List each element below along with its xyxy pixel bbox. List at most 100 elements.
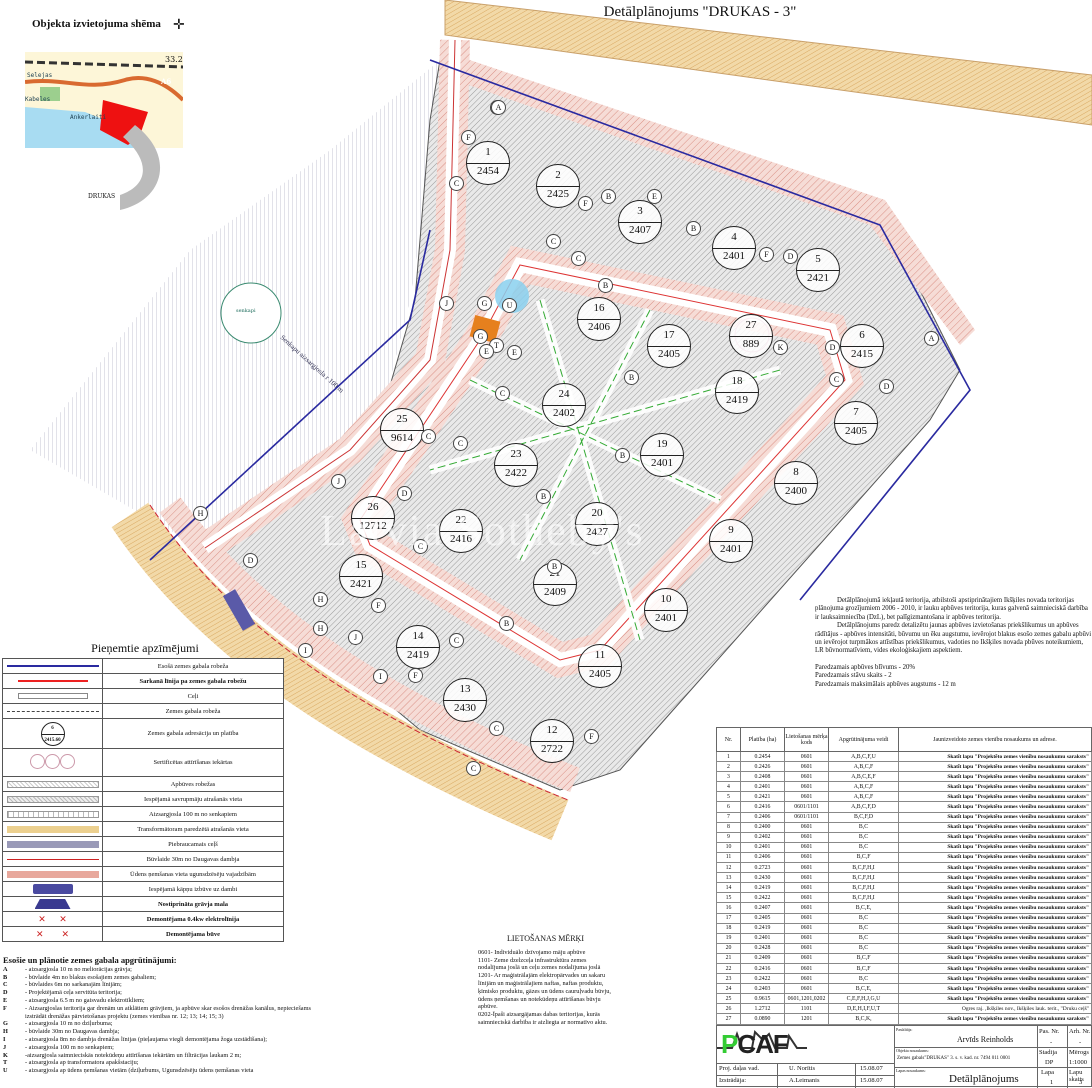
table-cell: 0.2422 — [740, 892, 785, 904]
encumbrance-text: - aizsargjosla ap ūdens ņemšanas vietām … — [25, 1067, 254, 1075]
table-cell: Skatīt lapu "Projektēto zemes vienību no… — [898, 831, 1092, 843]
table-cell: 0.0890 — [740, 1013, 785, 1025]
company-logo: PCAF — [721, 1029, 789, 1059]
plot-number: 27 — [745, 319, 757, 331]
legend-row: Ūdens ņemšanas vieta ugunsdzēsēju vajadz… — [2, 866, 284, 882]
plot-area: 2407 — [629, 224, 651, 236]
location-inset-map: Selejas Kabeles Ankerlaiti A6 33.2 — [25, 52, 183, 148]
senkapi-circle — [220, 282, 282, 344]
encumbrance-marker: B — [598, 278, 613, 293]
logo-skyline — [717, 1029, 807, 1049]
pages-value: 3 — [1079, 1079, 1083, 1086]
description-paragraph: Detālplānojums paredz detalizētu jaunas … — [815, 622, 1092, 655]
table-cell: B,C — [828, 912, 899, 924]
plot-area: 2400 — [785, 485, 807, 497]
table-cell: Skatīt lapu "Projektēto zemes vienību no… — [898, 821, 1092, 833]
table-cell: Skatīt lapu "Projektēto zemes vienību no… — [898, 811, 1092, 823]
table-cell: Skatīt lapu "Projektēto zemes vienību no… — [898, 791, 1092, 803]
table-cell: Skatīt lapu "Projektēto zemes vienību no… — [898, 862, 1092, 874]
plot-number: 16 — [593, 302, 605, 314]
encumbrance-marker: I — [298, 643, 313, 658]
table-cell: 0.2430 — [740, 872, 785, 884]
plot-area: 2454 — [477, 165, 499, 177]
encumbrance-marker: C — [453, 436, 468, 451]
encumbrance-key: U — [3, 1067, 8, 1075]
plot-number: 11 — [594, 649, 606, 661]
table-cell: 0601/1101 — [784, 801, 829, 813]
table-cell: Ogres raj. ,Ikšķiles nov., Ikšķiles lauk… — [898, 1003, 1092, 1015]
description-paragraph: Detālplānojumā iekļautā teritorija, atbi… — [815, 597, 1088, 621]
table-cell: 0.2403 — [740, 983, 785, 995]
table-cell: 0.9615 — [740, 993, 785, 1005]
encumbrance-marker: E — [479, 344, 494, 359]
table-cell: Skatīt lapu "Projektēto zemes vienību no… — [898, 912, 1092, 924]
plot-area: 2419 — [407, 649, 429, 661]
encumbrance-item: T- aizsargjosla ap transformatora apakšs… — [3, 1059, 473, 1067]
table-cell: 0601 — [784, 962, 829, 975]
inset-arrow-label: DRUKAS — [88, 193, 116, 200]
legend-row: Transformātoram paredzētā atrašanās viet… — [2, 821, 284, 837]
pas-value: - — [1050, 1039, 1053, 1046]
table-cell: Skatīt lapu "Projektēto zemes vienību no… — [898, 781, 1092, 793]
legend-row: Sarkanā līnija pa zemes gabala robežu — [2, 673, 284, 689]
plot-area: 2401 — [651, 457, 673, 469]
encumbrance-item: J- aizsargjosla 100 m no senkapiem; — [3, 1044, 473, 1052]
plot-number: 3 — [637, 205, 643, 217]
encumbrance-marker: B — [499, 616, 514, 631]
top-road-band — [440, 0, 1092, 345]
encumbrance-item: K-aizsargjosla saimnieciskās notekūdeņu … — [3, 1052, 473, 1060]
table-cell: B,C — [828, 942, 899, 954]
stage-value: DP — [1045, 1059, 1054, 1066]
plot-area: 2406 — [588, 321, 610, 333]
plot-label-16[interactable]: 16 2406 — [577, 297, 621, 341]
table-cell: 14 — [716, 882, 741, 894]
table-cell: 1101 — [784, 1003, 829, 1015]
author-label: Izstrādāja: — [719, 1077, 747, 1084]
table-cell: 0.2409 — [740, 952, 785, 964]
table-cell: 1 — [716, 750, 741, 763]
table-cell: 0.2428 — [740, 942, 785, 954]
plot-label-3[interactable]: 3 2407 — [618, 200, 662, 244]
encumbrance-marker: B — [624, 370, 639, 385]
table-cell: 24 — [716, 983, 741, 995]
legend-row: Nostiprināta grāvja mala — [2, 896, 284, 912]
encumbrance-marker: A — [491, 100, 506, 115]
floor-count: Paredzamais stāvu skaits - 2 — [815, 672, 892, 680]
encumbrance-key — [3, 1013, 25, 1021]
table-cell: Skatīt lapu "Projektēto zemes vienību no… — [898, 882, 1092, 894]
table-cell: B,C — [828, 932, 899, 944]
author-name: A.Leimanis — [789, 1077, 820, 1084]
sheet-name: Detālplānojums — [949, 1073, 1019, 1085]
table-cell: 5 — [716, 791, 741, 803]
table-cell: 27 — [716, 1013, 741, 1025]
